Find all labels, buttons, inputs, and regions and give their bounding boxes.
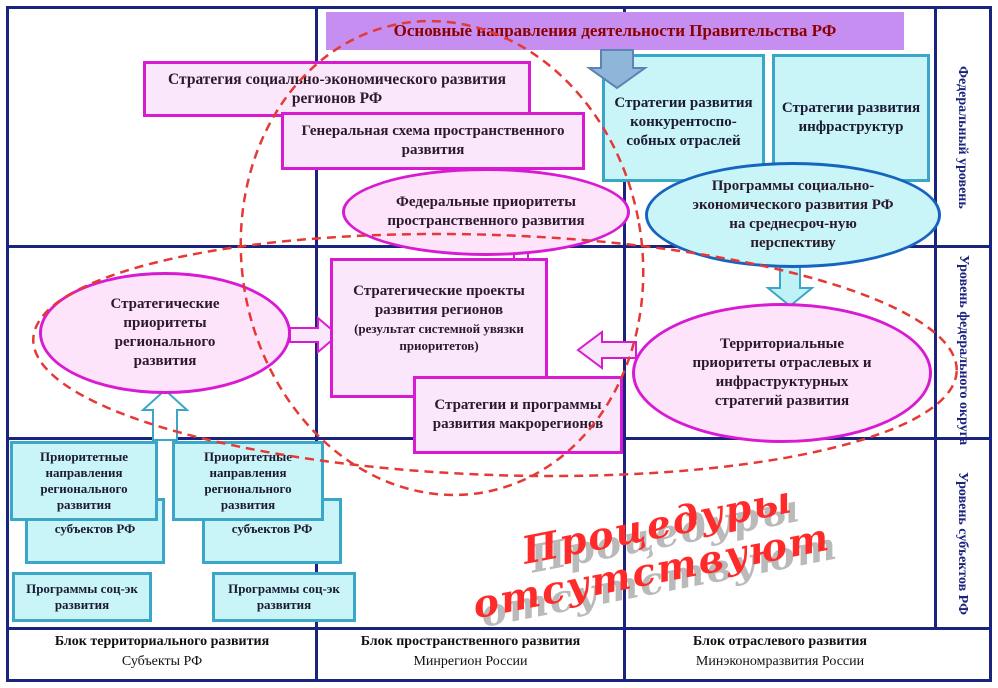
subjects-rf-label-1: субъектов РФ [54,521,136,536]
strategic-projects-note: (результат системной увязки приоритетов) [354,321,524,353]
grid-divider [6,627,992,630]
banner-down-arrow [585,49,649,90]
territorial-priorities-ellipse: Территориальные приоритеты отраслевых и … [632,303,932,443]
programs-social-ellipse: Программы социально-экономического разви… [645,162,941,268]
macroregion-strategies-box: Стратегии и программы развития макрореги… [413,376,623,454]
diagram-frame [6,6,992,682]
footer-sectoral: Блок отраслевого развития Минэкономразви… [626,630,934,678]
subjects-up-arrow [140,388,190,441]
programs-box-1: Программы соц-эк развития [12,572,152,622]
footer-territorial: Блок территориального развития Субъекты … [9,630,315,678]
territorial-left-arrow [576,330,637,370]
strategic-priorities-ellipse: Стратегические приоритеты регионального … [39,272,291,394]
strategic-projects-title: Стратегические проекты развития регионов [353,283,525,318]
footer-territorial-title: Блок территориального развития [54,634,270,649]
footer-sectoral-title: Блок отраслевого развития [693,634,867,649]
priority-directions-box-2: Приоритетные направления регионального р… [172,441,324,521]
subjects-rf-label-2: субъектов РФ [231,521,313,536]
footer-territorial-sub: Субъекты РФ [121,654,203,669]
programs-down-arrow [765,261,815,308]
federal-priorities-ellipse: Федеральные приоритеты пространственного… [342,168,630,256]
programs-box-2: Программы соц-эк развития [212,572,356,622]
footer-sectoral-sub: Минэкономразвития России [695,654,865,669]
footer-spatial-title: Блок пространственного развития [360,634,581,649]
footer-spatial: Блок пространственного развития Минрегио… [318,630,623,678]
priority-directions-box-1: Приоритетные направления регионального р… [10,441,158,521]
footer-spatial-sub: Минрегион России [413,654,528,669]
